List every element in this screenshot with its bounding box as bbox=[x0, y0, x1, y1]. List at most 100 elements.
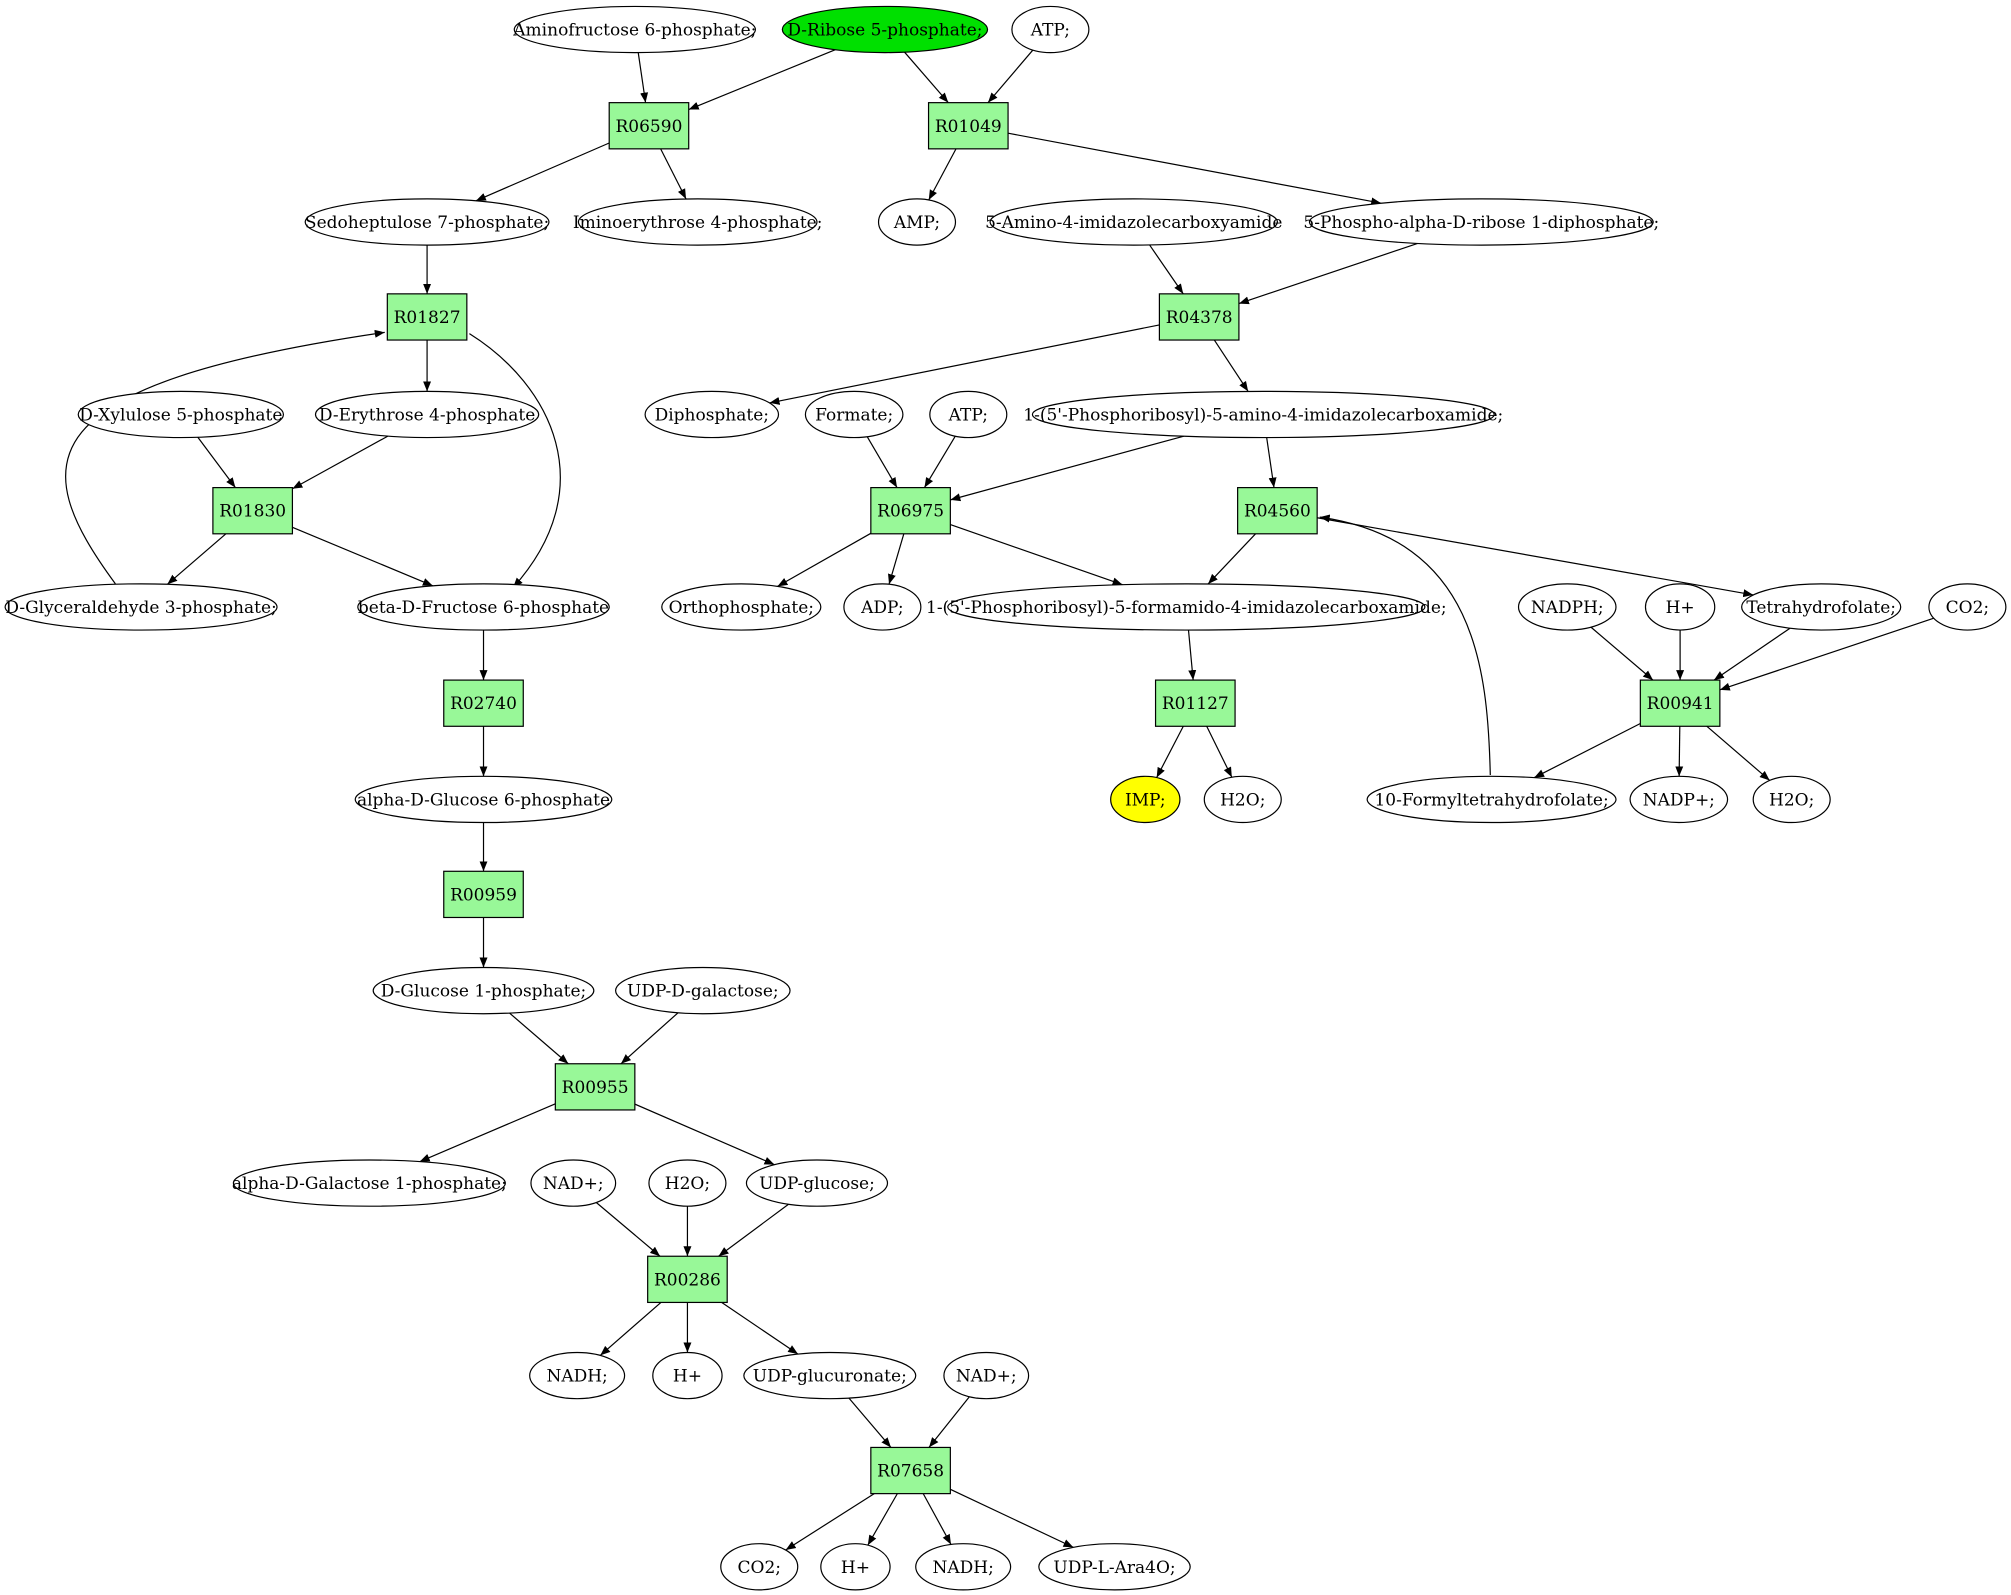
compound-ellipse bbox=[947, 583, 1426, 631]
reaction-node-R00286[interactable]: R00286 bbox=[647, 1255, 728, 1304]
compound-ellipse bbox=[1308, 198, 1654, 246]
node-label: UDP-glucuronate; bbox=[753, 1367, 907, 1387]
compound-node-prpp[interactable]: 5-Phospho-alpha-D-ribose 1-diphosphate; bbox=[1303, 198, 1659, 246]
compound-node-udpara[interactable]: UDP-L-Ara4O; bbox=[1038, 1543, 1191, 1591]
compound-node-sedohept[interactable]: Sedoheptulose 7-phosphate; bbox=[304, 198, 550, 246]
reaction-node-R04378[interactable]: R04378 bbox=[1158, 293, 1240, 341]
compound-node-co2a[interactable]: CO2; bbox=[1928, 583, 2007, 631]
compound-ellipse bbox=[232, 1159, 506, 1207]
compound-node-aicar[interactable]: 1-(5'-Phosphoribosyl)-5-amino-4-imidazol… bbox=[1023, 390, 1503, 439]
reaction-node-R01127[interactable]: R01127 bbox=[1154, 679, 1236, 727]
compound-node-formylthf[interactable]: 10-Formyltetrahydrofolate; bbox=[1366, 775, 1617, 824]
compound-node-erythrose[interactable]: D-Erythrose 4-phosphate bbox=[314, 390, 540, 439]
compound-node-glucose6p[interactable]: alpha-D-Glucose 6-phosphate bbox=[354, 775, 613, 824]
compound-ellipse bbox=[304, 198, 550, 246]
compound-ellipse bbox=[1928, 583, 2007, 631]
reaction-node-R06590[interactable]: R06590 bbox=[608, 102, 690, 150]
compound-node-iminoery[interactable]: Iminoerythrose 4-phosphate; bbox=[573, 198, 823, 246]
compound-ellipse bbox=[652, 1351, 723, 1400]
compound-node-fructose6p[interactable]: beta-D-Fructose 6-phosphate bbox=[357, 583, 610, 631]
node-label: NADH; bbox=[933, 1558, 994, 1578]
compound-node-thf[interactable]: Tetrahydrofolate; bbox=[1741, 583, 1902, 631]
compound-ellipse bbox=[1038, 1543, 1191, 1591]
reaction-box bbox=[386, 293, 468, 341]
compound-node-udpglcua[interactable]: UDP-glucuronate; bbox=[743, 1351, 917, 1400]
compound-node-ribose5p[interactable]: D-Ribose 5-phosphate; bbox=[781, 5, 989, 54]
node-label: R00286 bbox=[654, 1270, 721, 1290]
edge-R06590-to-sedohept bbox=[475, 142, 610, 202]
reaction-node-R01827[interactable]: R01827 bbox=[386, 293, 468, 341]
compound-node-nadh1[interactable]: NADH; bbox=[529, 1351, 626, 1400]
node-label: ATP; bbox=[948, 405, 988, 425]
edge-ribose5p-to-R01049 bbox=[904, 51, 949, 104]
compound-node-hplus2[interactable]: H+ bbox=[652, 1351, 723, 1400]
node-label: 1-(5'-Phosphoribosyl)-5-amino-4-imidazol… bbox=[1023, 405, 1503, 425]
edge-R07658-to-udpara bbox=[950, 1488, 1074, 1548]
edge-R01127-to-imp bbox=[1156, 726, 1184, 778]
compound-node-amp[interactable]: AMP; bbox=[877, 198, 957, 246]
reaction-node-R02740[interactable]: R02740 bbox=[443, 679, 524, 727]
reaction-node-R00941[interactable]: R00941 bbox=[1639, 679, 1721, 727]
compound-node-adp[interactable]: ADP; bbox=[843, 583, 922, 631]
node-label: R07658 bbox=[877, 1462, 944, 1482]
edge-R06590-to-iminoery bbox=[660, 148, 687, 200]
compound-node-galactose1p[interactable]: alpha-D-Galactose 1-phosphate; bbox=[232, 1159, 507, 1207]
compound-node-diphosphate[interactable]: Diphosphate; bbox=[644, 390, 780, 439]
compound-node-h2o2[interactable]: H2O; bbox=[1752, 775, 1831, 824]
compound-ellipse bbox=[529, 1351, 626, 1400]
compound-node-udpgal[interactable]: UDP-D-galactose; bbox=[615, 966, 791, 1015]
compound-node-nadpplus[interactable]: NADP+; bbox=[1629, 775, 1729, 824]
compound-node-faicar[interactable]: 1-(5'-Phosphoribosyl)-5-formamido-4-imid… bbox=[926, 583, 1447, 631]
node-label: 5-Phospho-alpha-D-ribose 1-diphosphate; bbox=[1303, 213, 1659, 233]
compound-node-h2o1[interactable]: H2O; bbox=[1203, 775, 1282, 824]
compound-ellipse bbox=[1011, 5, 1090, 54]
compound-node-h2o3[interactable]: H2O; bbox=[648, 1159, 727, 1207]
edge-R07658-to-nadh2 bbox=[922, 1493, 952, 1545]
edge-R01049-to-prpp bbox=[1007, 132, 1382, 206]
compound-node-orthophosphate[interactable]: Orthophosphate; bbox=[661, 583, 822, 631]
reaction-node-R06975[interactable]: R06975 bbox=[870, 487, 951, 535]
edge-R06975-to-orthophosphate bbox=[777, 532, 872, 587]
compound-ellipse bbox=[615, 966, 791, 1015]
edge-aicar-to-R06975 bbox=[950, 435, 1184, 502]
node-label: D-Ribose 5-phosphate; bbox=[787, 21, 982, 41]
compound-ellipse bbox=[1366, 775, 1617, 824]
edge-udpglcua-to-R07658 bbox=[848, 1397, 892, 1448]
compound-node-glucose1p[interactable]: D-Glucose 1-phosphate; bbox=[372, 966, 595, 1015]
compound-node-hplus1[interactable]: H+ bbox=[1644, 583, 1716, 631]
compound-ellipse bbox=[354, 775, 613, 824]
reaction-node-R07658[interactable]: R07658 bbox=[870, 1446, 951, 1495]
reaction-node-R04560[interactable]: R04560 bbox=[1237, 487, 1318, 535]
node-label: beta-D-Fructose 6-phosphate bbox=[358, 598, 609, 618]
node-label: 1-(5'-Phosphoribosyl)-5-formamido-4-imid… bbox=[926, 598, 1447, 618]
node-label: 5-Amino-4-imidazolecarboxyamide bbox=[985, 213, 1282, 233]
reaction-box bbox=[443, 870, 524, 919]
compound-node-aica[interactable]: 5-Amino-4-imidazolecarboxyamide bbox=[985, 198, 1282, 246]
compound-node-glyceraldehyde[interactable]: D-Glyceraldehyde 3-phosphate; bbox=[4, 583, 278, 631]
reaction-node-R00959[interactable]: R00959 bbox=[443, 870, 524, 919]
reaction-node-R01049[interactable]: R01049 bbox=[927, 102, 1009, 150]
compound-node-imp[interactable]: IMP; bbox=[1110, 775, 1181, 824]
compound-node-nadph[interactable]: NADPH; bbox=[1517, 583, 1617, 631]
reaction-box bbox=[1237, 487, 1318, 535]
compound-node-nadplus2[interactable]: NAD+; bbox=[943, 1351, 1030, 1400]
reaction-node-R00955[interactable]: R00955 bbox=[554, 1063, 636, 1111]
edge-R00955-to-udpglc bbox=[634, 1103, 775, 1166]
compound-node-hplus3[interactable]: H+ bbox=[820, 1543, 891, 1591]
edge-glucose1p-to-R00955 bbox=[509, 1012, 569, 1065]
compound-node-atp1[interactable]: ATP; bbox=[1011, 5, 1090, 54]
compound-node-aminofructose[interactable]: Aminofructose 6-phosphate; bbox=[512, 5, 756, 54]
compound-node-xylulose[interactable]: D-Xylulose 5-phosphate bbox=[77, 390, 285, 439]
compound-node-formate[interactable]: Formate; bbox=[804, 390, 904, 439]
edge-thf-to-R00941 bbox=[1713, 627, 1791, 681]
node-label: NADH; bbox=[546, 1367, 607, 1387]
edge-R00941-to-nadpplus bbox=[1675, 726, 1684, 777]
compound-node-co2b[interactable]: CO2; bbox=[720, 1543, 799, 1591]
compound-node-udpglc[interactable]: UDP-glucose; bbox=[745, 1159, 889, 1207]
compound-ellipse bbox=[4, 583, 278, 631]
node-label: R06590 bbox=[616, 117, 683, 137]
compound-node-nadh2[interactable]: NADH; bbox=[915, 1543, 1012, 1591]
compound-node-nadplus1[interactable]: NAD+; bbox=[530, 1159, 617, 1207]
reaction-node-R01830[interactable]: R01830 bbox=[212, 487, 294, 535]
compound-node-atp2[interactable]: ATP; bbox=[929, 390, 1008, 439]
